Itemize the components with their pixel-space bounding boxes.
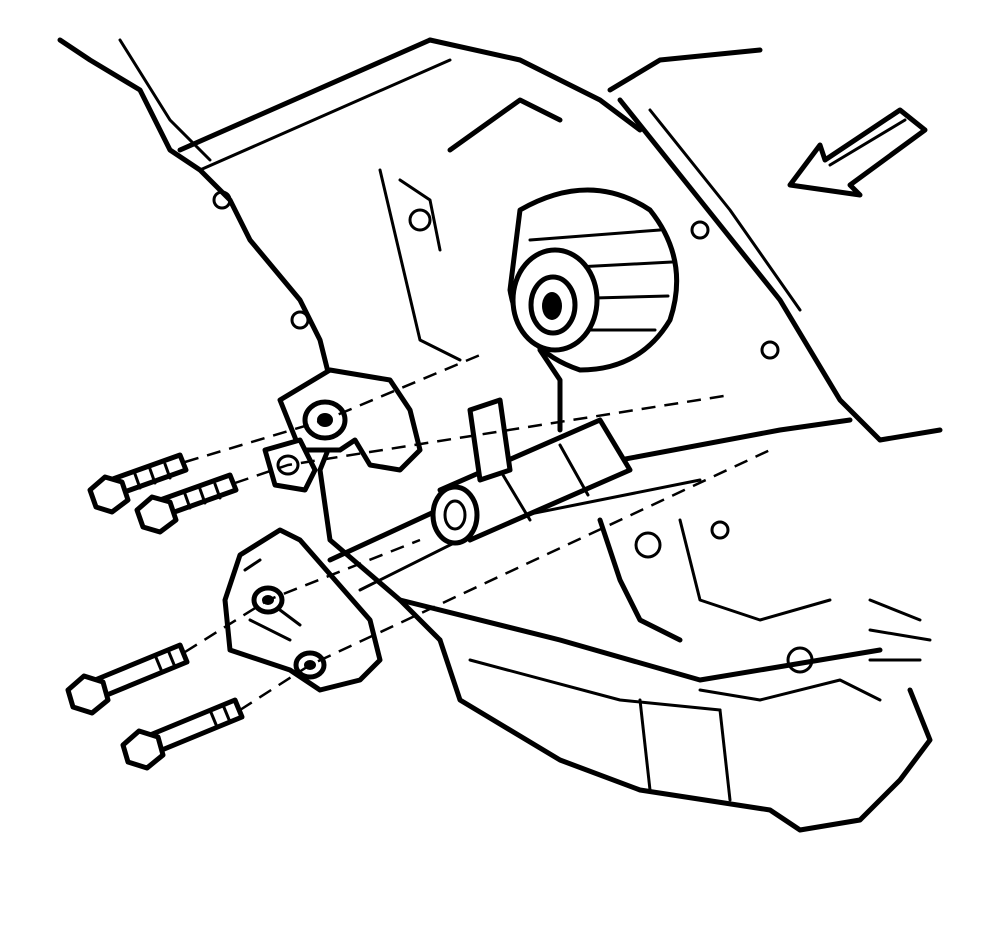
upper-bolt-1 [87,452,189,515]
upper-bracket [262,367,423,493]
lower-bolt-1 [65,642,190,716]
upper-bolt-2 [134,472,239,535]
lower-bracket [222,527,383,693]
lower-bolt-2 [120,697,245,771]
view-arrow [787,107,928,198]
balance-shaft [430,347,633,546]
timing-sprocket [507,187,680,373]
alignment-lines [184,353,771,712]
